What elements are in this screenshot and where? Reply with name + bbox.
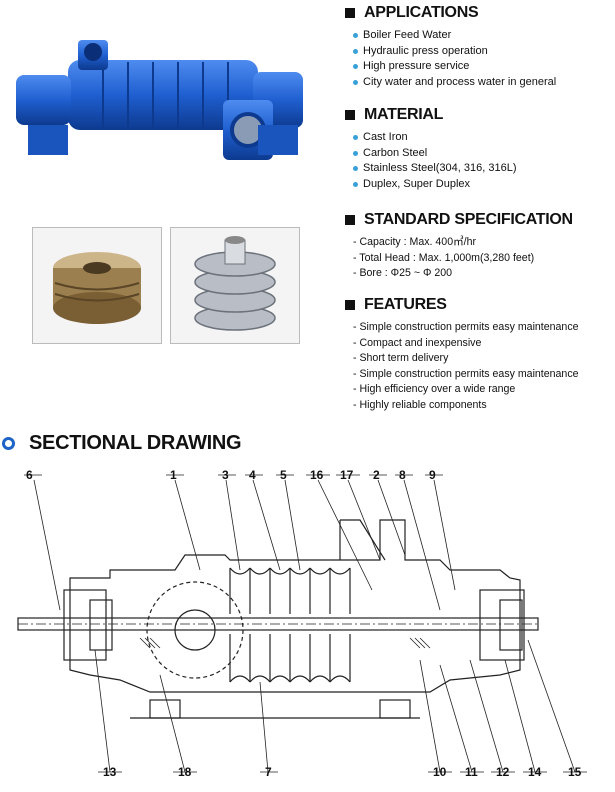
list-item: Carbon Steel [353,146,517,162]
list-item: - High efficiency over a wide range [353,383,516,396]
list-item: - Highly reliable components [353,398,487,411]
list-item: City water and process water in general [353,75,556,91]
part-label: 8 [399,468,406,482]
sectional-drawing [0,460,615,787]
material-title: MATERIAL [364,106,444,123]
bullet-dot-icon [353,135,358,140]
list-item: High pressure service [353,59,556,75]
part-label: 4 [249,468,256,482]
applications-section: APPLICATIONS Boiler Feed Water Hydraulic… [345,4,556,90]
features-section: FEATURES - Simple construction permits e… [345,296,579,414]
part-label: 17 [340,468,354,482]
part-label: 2 [373,468,380,482]
applications-title: APPLICATIONS [364,4,479,21]
square-bullet-icon [345,8,355,18]
part-label: 9 [429,468,436,482]
list-item: - Bore : Φ25 ~ Φ 200 [353,267,453,280]
spec-section: STANDARD SPECIFICATION - Capacity : Max.… [345,211,573,282]
part-label: 13 [103,765,117,779]
bullet-dot-icon [353,33,358,38]
part-label: 5 [280,468,287,482]
list-item: Stainless Steel(304, 316, 316L) [353,161,517,177]
bullet-dot-icon [353,181,358,187]
list-item: - Short term delivery [353,352,449,365]
bullet-dot-icon [353,79,358,85]
square-bullet-icon [345,215,355,225]
part-label: 3 [222,468,229,482]
part-label: 7 [265,765,272,779]
part-label: 16 [310,468,324,482]
bullet-dot-icon [353,166,358,172]
list-item: Cast Iron [353,130,517,146]
square-bullet-icon [345,300,355,310]
part-label: 1 [170,468,177,482]
part-label: 10 [433,765,447,779]
list-item: - Total Head : Max. 1,000m(3,280 feet) [353,251,535,264]
circle-marker-icon [2,437,15,450]
part-label: 15 [568,765,582,779]
material-section: MATERIAL Cast Iron Carbon Steel Stainles… [345,106,517,192]
part-label: 14 [528,765,542,779]
pump-photo [8,30,313,170]
features-title: FEATURES [364,296,447,313]
bullet-dot-icon [353,150,358,156]
list-item: Boiler Feed Water [353,28,556,44]
impeller-photo-1 [32,227,162,344]
list-item: - Capacity : Max. 400㎥/hr [353,236,477,248]
bullet-dot-icon [353,48,358,54]
part-label: 18 [178,765,192,779]
part-label: 12 [496,765,510,779]
list-item: - Simple construction permits easy maint… [353,367,579,380]
square-bullet-icon [345,110,355,120]
list-item: - Compact and inexpensive [353,336,482,349]
sectional-drawing-heading: SECTIONAL DRAWING [2,432,242,455]
sectional-drawing-title: SECTIONAL DRAWING [29,432,242,454]
list-item: Hydraulic press operation [353,44,556,60]
spec-title: STANDARD SPECIFICATION [364,211,573,228]
list-item: Duplex, Super Duplex [353,177,517,193]
list-item: - Simple construction permits easy maint… [353,321,579,333]
part-label: 11 [465,765,478,779]
impeller-photo-2 [170,227,300,344]
bullet-dot-icon [353,64,358,70]
part-label: 6 [26,468,33,482]
